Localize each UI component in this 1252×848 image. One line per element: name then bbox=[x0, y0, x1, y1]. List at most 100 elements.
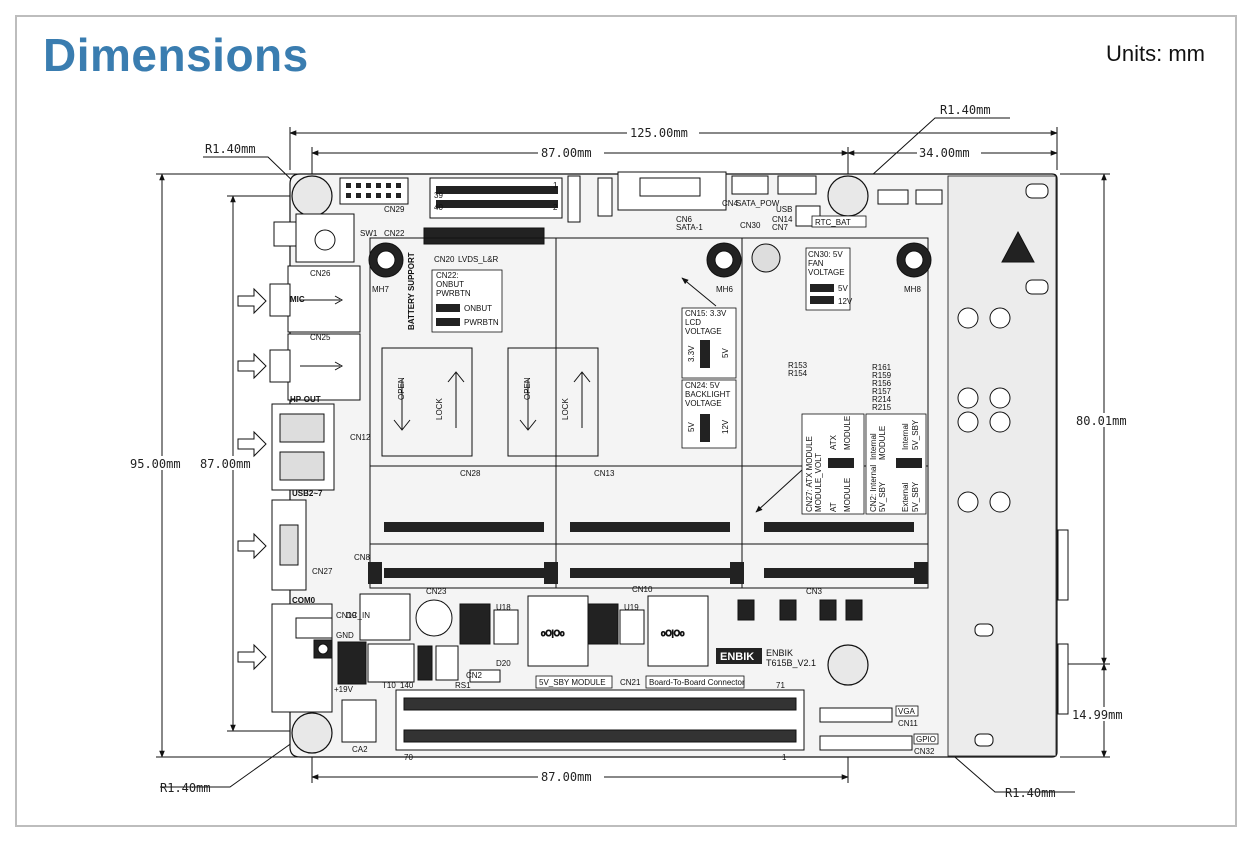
svg-text:MODULE_VOLT: MODULE_VOLT bbox=[814, 453, 823, 512]
svg-text:BATTERY SUPPORT: BATTERY SUPPORT bbox=[407, 252, 416, 330]
svg-text:CN12: CN12 bbox=[350, 433, 371, 442]
svg-text:T615B_V2.1: T615B_V2.1 bbox=[766, 658, 816, 668]
svg-text:CN22:: CN22: bbox=[436, 271, 459, 280]
svg-text:CN2: CN2 bbox=[466, 671, 483, 680]
svg-text:70: 70 bbox=[404, 753, 413, 762]
svg-text:OPEN: OPEN bbox=[397, 377, 406, 400]
svg-text:ATX: ATX bbox=[829, 434, 838, 450]
svg-text:1: 1 bbox=[553, 181, 558, 190]
svg-text:LOCK: LOCK bbox=[435, 398, 444, 420]
svg-text:R214: R214 bbox=[872, 395, 892, 404]
svg-text:VOLTAGE: VOLTAGE bbox=[685, 399, 722, 408]
svg-text:LCD: LCD bbox=[685, 318, 701, 327]
svg-text:CN23: CN23 bbox=[426, 587, 447, 596]
svg-text:LOCK: LOCK bbox=[561, 398, 570, 420]
svg-text:12V: 12V bbox=[721, 419, 730, 434]
svg-text:5V_SBY MODULE: 5V_SBY MODULE bbox=[539, 678, 606, 687]
dim-left-outer: 95.00mm bbox=[130, 457, 181, 471]
svg-text:40: 40 bbox=[434, 203, 443, 212]
svg-text:MODULE: MODULE bbox=[843, 478, 852, 512]
svg-text:AT: AT bbox=[829, 502, 838, 512]
lcd-leader-arrow bbox=[681, 277, 717, 307]
svg-text:OPEN: OPEN bbox=[523, 377, 532, 400]
svg-text:HP-OUT: HP-OUT bbox=[290, 395, 321, 404]
svg-text:FAN: FAN bbox=[808, 259, 824, 268]
svg-text:CN25: CN25 bbox=[310, 333, 331, 342]
svg-text:RTC_BAT: RTC_BAT bbox=[815, 218, 851, 227]
svg-text:U18: U18 bbox=[496, 603, 511, 612]
svg-text:R161: R161 bbox=[872, 363, 892, 372]
radius-bottom-right: R1.40mm bbox=[1005, 786, 1056, 800]
svg-text:140: 140 bbox=[400, 681, 414, 690]
board-labels: CN29 SW1 CN22 CN20 LVDS_L&R 39 40 1 2 CN… bbox=[290, 181, 939, 762]
io-arrows bbox=[237, 287, 267, 671]
svg-text:5V_SBY: 5V_SBY bbox=[911, 481, 920, 512]
svg-text:VOLTAGE: VOLTAGE bbox=[685, 327, 722, 336]
svg-text:5V_SBY: 5V_SBY bbox=[878, 481, 887, 512]
svg-text:5V_SBY: 5V_SBY bbox=[911, 419, 920, 450]
svg-text:CN21: CN21 bbox=[620, 678, 641, 687]
svg-text:1: 1 bbox=[782, 753, 787, 762]
dimension-labels: 125.00mm 87.00mm 34.00mm 87.00mm 95.00mm… bbox=[128, 103, 1140, 800]
svg-text:CN27: ATX MODULE: CN27: ATX MODULE bbox=[805, 436, 814, 512]
svg-text:12V: 12V bbox=[838, 297, 853, 306]
svg-text:Internal: Internal bbox=[901, 423, 910, 450]
svg-text:CN2: Internal: CN2: Internal bbox=[869, 465, 878, 512]
svg-text:R159: R159 bbox=[872, 371, 892, 380]
svg-text:SATA_POW: SATA_POW bbox=[736, 199, 780, 208]
svg-text:MODULE: MODULE bbox=[843, 416, 852, 450]
svg-text:CN13: CN13 bbox=[594, 469, 615, 478]
dim-top-total: 125.00mm bbox=[630, 126, 688, 140]
svg-text:VOLTAGE: VOLTAGE bbox=[808, 268, 845, 277]
svg-text:MH6: MH6 bbox=[716, 285, 733, 294]
svg-text:MIC: MIC bbox=[290, 295, 305, 304]
top-components bbox=[339, 171, 943, 245]
units-label: Units: mm bbox=[1106, 41, 1205, 66]
svg-text:CN30: 5V: CN30: 5V bbox=[808, 250, 843, 259]
page-title: Dimensions bbox=[43, 29, 309, 81]
svg-text:Board-To-Board Connector: Board-To-Board Connector bbox=[649, 678, 745, 687]
svg-text:CN30: CN30 bbox=[740, 221, 761, 230]
svg-text:CN10: CN10 bbox=[632, 585, 653, 594]
svg-text:DC_IN: DC_IN bbox=[346, 611, 370, 620]
radius-top-right: R1.40mm bbox=[940, 103, 991, 117]
atx-leader-arrow bbox=[755, 469, 803, 513]
svg-text:ENBIK: ENBIK bbox=[766, 648, 793, 658]
svg-text:CN19: CN19 bbox=[336, 611, 357, 620]
edge-connectors bbox=[368, 522, 928, 584]
svg-text:GND: GND bbox=[336, 631, 354, 640]
svg-text:LVDS_L&R: LVDS_L&R bbox=[458, 255, 499, 264]
svg-text:CN6: CN6 bbox=[676, 215, 693, 224]
svg-text:CN11: CN11 bbox=[898, 719, 918, 728]
svg-text:5V: 5V bbox=[687, 422, 696, 432]
standoffs bbox=[368, 242, 932, 278]
svg-text:MODULE: MODULE bbox=[878, 426, 887, 460]
svg-text:SATA-1: SATA-1 bbox=[676, 223, 703, 232]
svg-text:RS1: RS1 bbox=[455, 681, 471, 690]
svg-text:USB: USB bbox=[776, 205, 792, 214]
svg-text:BACKLIGHT: BACKLIGHT bbox=[685, 390, 730, 399]
svg-text:2: 2 bbox=[553, 203, 558, 212]
svg-text:CN32: CN32 bbox=[914, 747, 935, 756]
svg-text:CN8: CN8 bbox=[354, 553, 371, 562]
svg-text:39: 39 bbox=[434, 191, 443, 200]
svg-text:3.3V: 3.3V bbox=[687, 345, 696, 362]
svg-text:oO|Oo: oO|Oo bbox=[541, 629, 565, 638]
svg-text:R153: R153 bbox=[788, 361, 808, 370]
svg-text:CN27: CN27 bbox=[312, 567, 333, 576]
svg-text:+19V: +19V bbox=[334, 685, 354, 694]
svg-text:MH8: MH8 bbox=[904, 285, 921, 294]
svg-text:ONBUT: ONBUT bbox=[464, 304, 492, 313]
dim-bottom-inner: 87.00mm bbox=[541, 770, 592, 784]
svg-text:COM0: COM0 bbox=[292, 596, 316, 605]
svg-text:R215: R215 bbox=[872, 403, 892, 412]
svg-text:CN14: CN14 bbox=[772, 215, 793, 224]
right-edge-connectors bbox=[957, 183, 1069, 747]
svg-text:CN15: 3.3V: CN15: 3.3V bbox=[685, 309, 727, 318]
svg-text:CN20: CN20 bbox=[434, 255, 455, 264]
svg-text:ENBIK: ENBIK bbox=[720, 651, 754, 663]
svg-text:CA2: CA2 bbox=[352, 745, 368, 754]
svg-text:PWRBTN: PWRBTN bbox=[436, 289, 471, 298]
dim-right-tall: 80.01mm bbox=[1076, 414, 1127, 428]
